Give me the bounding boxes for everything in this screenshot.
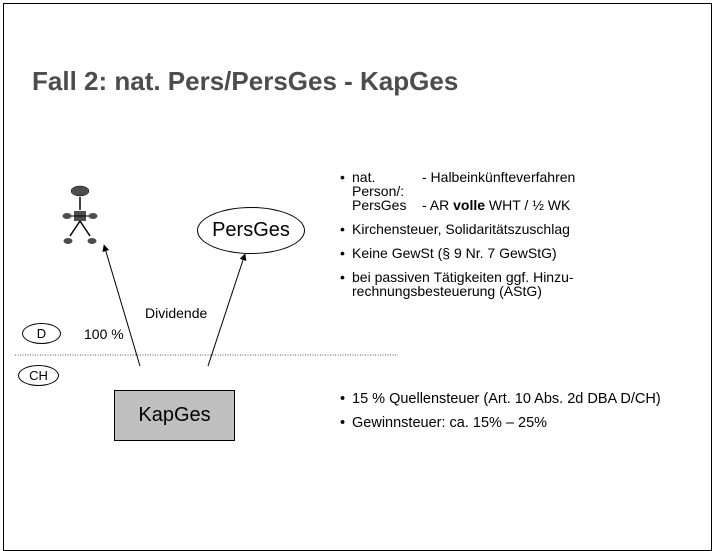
country-label-d: D	[36, 326, 47, 341]
bullet-text: - AR	[422, 197, 454, 213]
country-label-ch: CH	[29, 368, 48, 383]
dividende-label: Dividende	[145, 305, 208, 321]
person-figure-icon	[62, 185, 98, 244]
kapges-label: KapGes	[138, 404, 211, 426]
bullet-text-bold: volle	[453, 197, 486, 213]
persges-oval: PersGes	[197, 207, 305, 254]
kapges-box: KapGes	[114, 390, 235, 441]
bullet-text: rechnungsbesteuerung (AStG)	[352, 283, 542, 299]
country-badge-ch: CH	[18, 365, 59, 386]
bullet-text: bei passiven Tätigkeiten ggf. Hinzu-	[352, 269, 574, 285]
slide-title: Fall 2: nat. Pers/PersGes - KapGes	[32, 66, 459, 96]
bullets-germany: nat. Person/: - Halbeinkünfteverfahren P…	[340, 170, 710, 308]
bullet-text-composite: - AR volle WHT / ½ WK	[422, 198, 570, 212]
bullet-text: PersGes	[352, 197, 407, 213]
bullet-item: Kirchensteuer, Solidaritätszuschlag	[340, 222, 710, 236]
bullet-item: nat. Person/: - Halbeinkünfteverfahren P…	[340, 170, 710, 212]
bullet-item: Gewinnsteuer: ca. 15% – 25%	[340, 414, 710, 432]
percent-label: 100 %	[84, 326, 124, 342]
persges-label: PersGes	[212, 219, 290, 241]
arrow-to-person	[102, 244, 141, 367]
bullet-text: WHT / ½ WK	[485, 197, 571, 213]
arrow-to-persges	[207, 253, 247, 367]
bullet-text: - Halbeinkünfteverfahren	[422, 169, 576, 185]
country-badge-d: D	[22, 323, 61, 344]
bullet-text: nat. Person/:	[352, 169, 405, 199]
bullet-item: Keine GewSt (§ 9 Nr. 7 GewStG)	[340, 246, 710, 260]
bullet-item: bei passiven Tätigkeiten ggf. Hinzu- rec…	[340, 270, 710, 298]
bullet-item: 15 % Quellensteuer (Art. 10 Abs. 2d DBA …	[340, 390, 710, 408]
bullets-switzerland: 15 % Quellensteuer (Art. 10 Abs. 2d DBA …	[340, 390, 710, 438]
